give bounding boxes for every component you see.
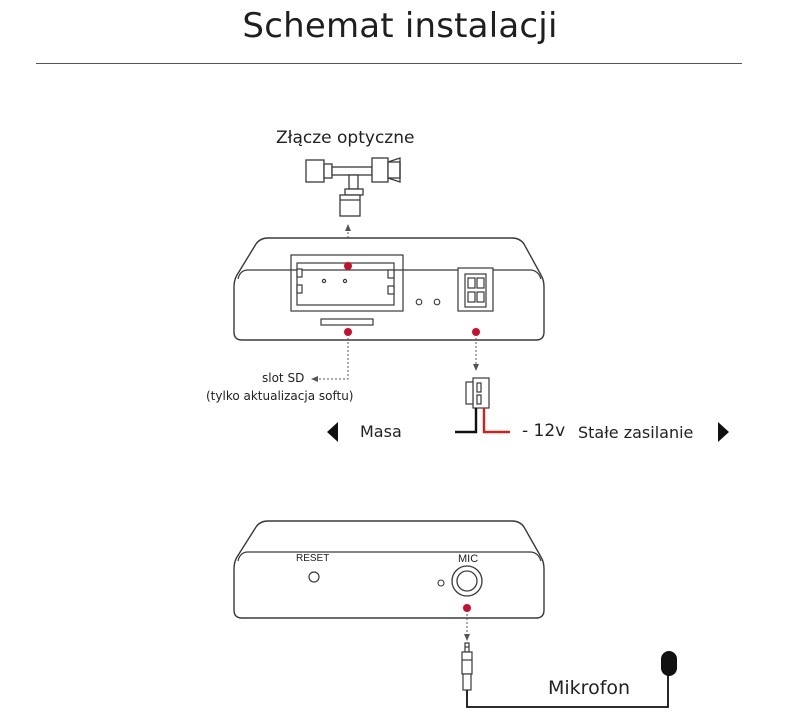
module-back-panel: [233, 520, 545, 619]
led-2: [433, 298, 441, 306]
optical-connector-icon: [305, 157, 401, 217]
sd-slot-label: slot SD: [262, 371, 305, 385]
optical-arrow-head: [345, 224, 351, 231]
power-wire: [482, 408, 510, 434]
mic-jack: [451, 565, 483, 597]
arrow-right-icon: [718, 422, 729, 442]
mic-label: MIC: [458, 553, 479, 565]
microphone-icon: [661, 651, 677, 676]
power-plug-icon: [465, 377, 490, 409]
ground-label: Masa: [360, 422, 402, 441]
sd-slot-note: (tylko aktualizacja softu): [206, 389, 354, 403]
reset-button: [308, 571, 320, 583]
marker-mic: [463, 604, 471, 612]
power-socket: [457, 267, 494, 312]
microphone-label: Mikrofon: [548, 677, 631, 699]
optical-connector-label: Złącze optyczne: [276, 128, 415, 148]
reset-label: RESET: [296, 553, 330, 564]
power-leader-head: [473, 364, 479, 371]
mini-jack-icon: [461, 642, 473, 691]
led-1: [415, 298, 423, 306]
sd-leader-head: [311, 376, 318, 382]
arrow-left-icon: [327, 422, 338, 442]
title-divider: [36, 63, 742, 64]
mic-led: [437, 579, 445, 587]
mic-cable: [466, 670, 669, 708]
ground-wire: [455, 408, 478, 434]
marker-optical: [344, 262, 352, 270]
sd-slot: [320, 318, 374, 326]
sd-leader: [316, 338, 349, 380]
page-title: Schemat instalacji: [242, 6, 558, 46]
marker-power: [472, 328, 480, 336]
constant-power-label: Stałe zasilanie: [578, 423, 694, 442]
voltage-label: - 12v: [522, 421, 566, 441]
mic-leader-head: [464, 634, 470, 641]
marker-sd: [344, 328, 352, 336]
